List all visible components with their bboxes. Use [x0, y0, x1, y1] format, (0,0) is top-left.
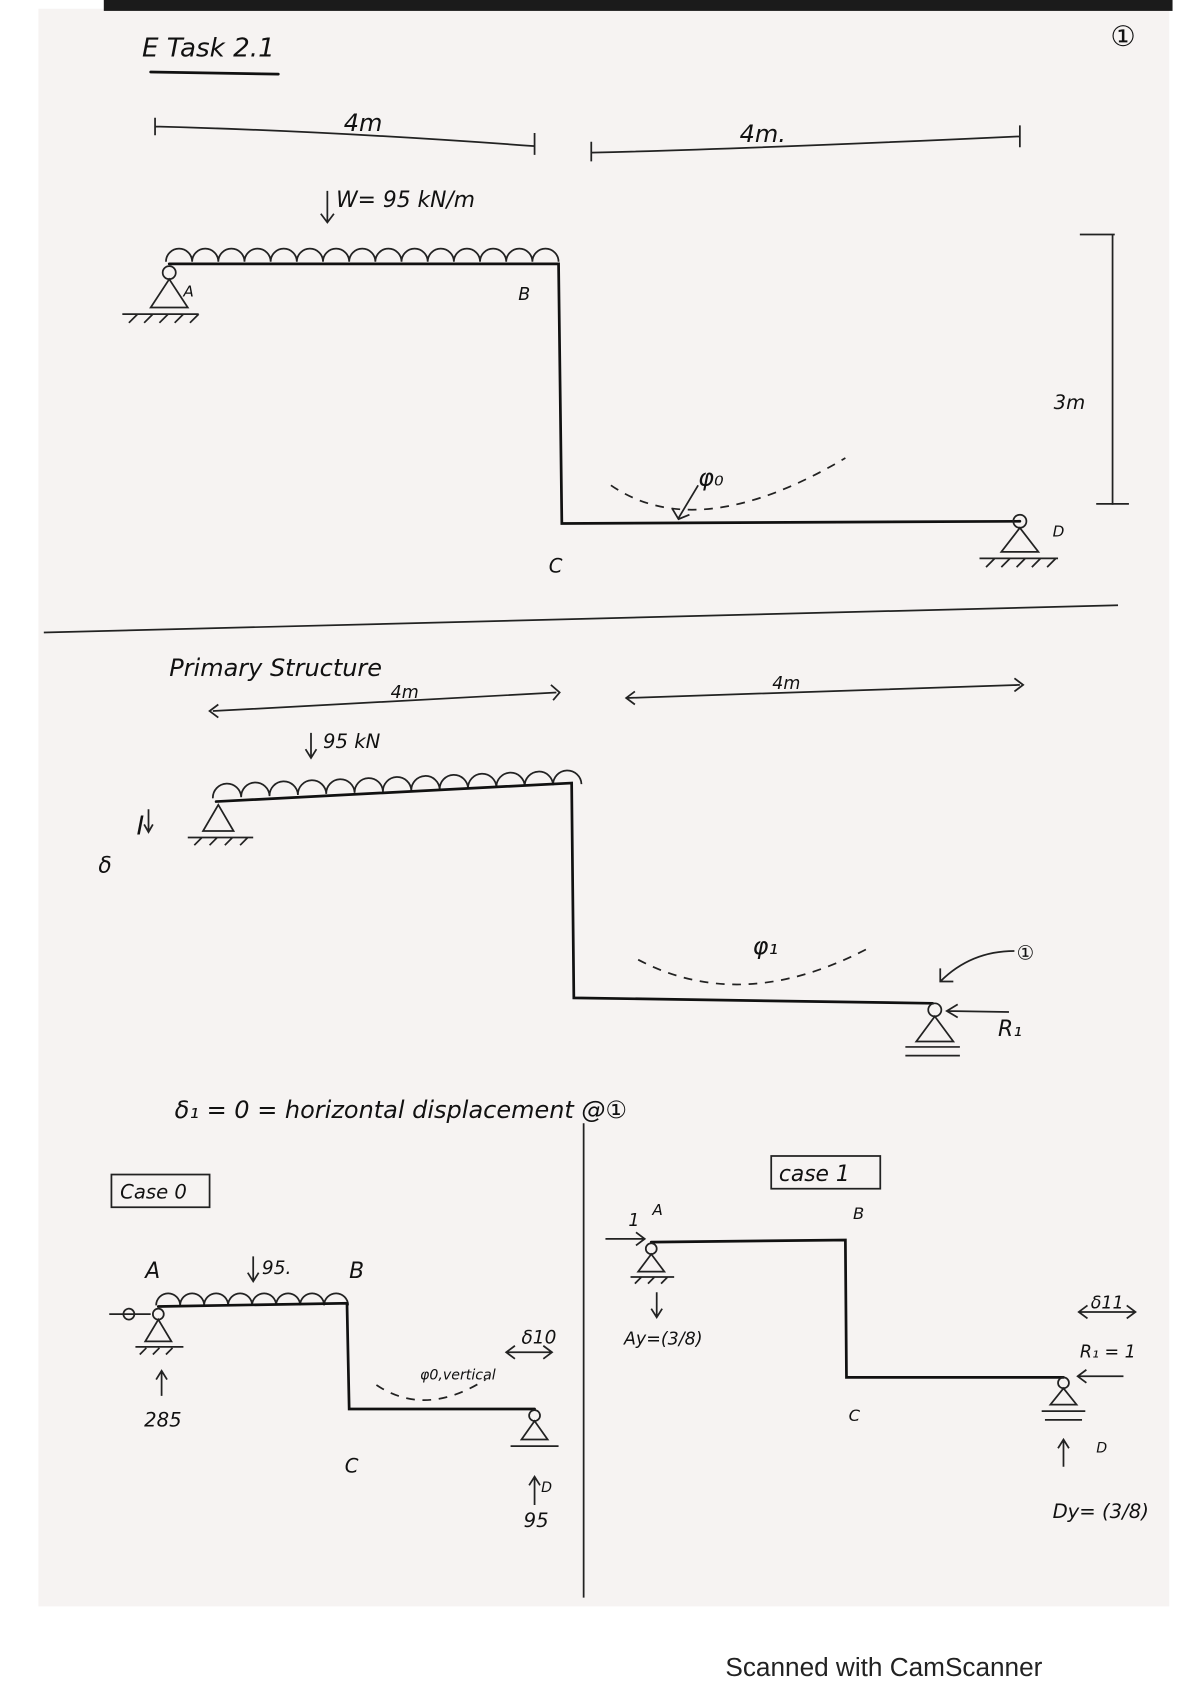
primary-span-right: 4m: [772, 674, 800, 694]
pin-support-a-icon: [109, 1307, 184, 1356]
case-0-displacement: δ10: [521, 1328, 556, 1349]
frame: [214, 781, 934, 1005]
node-b-label: B: [853, 1204, 864, 1223]
compatibility-condition: δ₁ = 0 = horizontal displacement @①: [175, 1096, 627, 1124]
rotation-arc: [637, 948, 868, 986]
reaction-arrow-icon: [1057, 1437, 1070, 1467]
case-0-reaction-a: 285: [144, 1408, 181, 1431]
load-arrow-icon: [247, 1256, 260, 1284]
node-marker: ①: [1017, 942, 1035, 965]
reaction-arrow-icon: [155, 1369, 168, 1396]
scanner-watermark: Scanned with CamScanner: [725, 1652, 1042, 1682]
case-1-displacement: δ11: [1091, 1294, 1124, 1314]
reaction-arrow-icon: [945, 1003, 1009, 1019]
node-c-label: C: [549, 555, 563, 578]
pin-support-d-icon: [979, 513, 1059, 568]
load-arrow-icon: [320, 190, 335, 224]
load-arrow-icon: [304, 732, 318, 760]
double-arrow-icon: [504, 1345, 554, 1360]
primary-load: 95 kN: [323, 730, 381, 753]
frame: [649, 1238, 1065, 1379]
symbol-i: I: [137, 811, 145, 841]
reaction-arrow-icon: [528, 1474, 541, 1505]
scan-edge-dark-band: [103, 0, 1173, 11]
case-0-load: 95.: [262, 1258, 291, 1279]
rotation-label: φ₀: [698, 463, 724, 491]
section-divider: [43, 604, 1119, 634]
pin-support-a-icon: [122, 265, 200, 324]
node-c-label: C: [345, 1454, 359, 1477]
height-dimension: 3m: [1054, 391, 1086, 414]
node-b-label: B: [349, 1259, 364, 1284]
case-0-reaction-d: 95: [524, 1509, 549, 1532]
node-b-label: B: [518, 285, 530, 305]
reaction-r1: R₁: [998, 1017, 1022, 1042]
case-0-box: [110, 1173, 211, 1209]
pin-support-a-icon: [187, 803, 254, 846]
node-c-label: C: [849, 1406, 861, 1425]
unit-load-arrow-icon: [605, 1231, 647, 1247]
dimension-ab: 4m: [344, 109, 383, 137]
frame: [167, 262, 1022, 525]
figure-primary-structure: Primary Structure 4m 4m 95 kN I δ φ₁ ① R…: [98, 654, 1035, 1057]
case-0-rotation: φ0,vertical: [420, 1368, 496, 1384]
case-1-dy: Dy= (3/8): [1053, 1500, 1149, 1523]
page-number: ①: [1110, 20, 1135, 53]
node-d-label: D: [541, 1480, 552, 1496]
case-1-r1: R₁ = 1: [1080, 1343, 1136, 1363]
page-title: E Task 2.1: [142, 34, 275, 64]
node-a-label: A: [651, 1201, 662, 1219]
roller-support-d-icon: [905, 1002, 960, 1057]
figure-case-0: Case 0 A 95. B 285 C φ0,vertical δ10 D 9…: [109, 1173, 559, 1532]
primary-span-left: 4m: [391, 683, 419, 703]
node-d-label: D: [1096, 1441, 1107, 1457]
case-1-ay: Ay=(3/8): [623, 1330, 703, 1350]
unit-load-label: 1: [628, 1211, 639, 1231]
frame: [156, 1301, 536, 1411]
reaction-arrow-icon: [1076, 1369, 1124, 1384]
dimension-cd: 4m.: [740, 120, 786, 148]
figure-case-1: case 1 1 A B Ay=(3/8) C δ11 R₁ = 1 D Dy=…: [605, 1155, 1149, 1523]
figure-original-structure: 4m 4m. W= 95 kN/m A B C D 3m φ₀: [122, 109, 1129, 578]
pin-support-a-icon: [630, 1242, 675, 1285]
reaction-arrow-icon: [650, 1292, 663, 1320]
node-a-label: A: [143, 1259, 160, 1284]
case-1-box: [770, 1155, 882, 1190]
udl-arcs: [211, 769, 583, 799]
title-underline: [149, 70, 280, 76]
roller-support-d-icon: [510, 1409, 559, 1447]
case-1-label: case 1: [779, 1162, 850, 1187]
case-0-label: Case 0: [120, 1181, 187, 1204]
paper-sheet: [38, 8, 1170, 1607]
udl-arcs: [165, 247, 560, 262]
rotation-arc: [375, 1378, 486, 1401]
node-a-label: A: [182, 283, 193, 301]
primary-heading: Primary Structure: [169, 654, 382, 682]
symbol-delta: δ: [98, 853, 111, 878]
pointer-arrow-icon: [939, 950, 1015, 983]
primary-rotation: φ₁: [753, 932, 778, 960]
load-label: W= 95 kN/m: [336, 188, 475, 213]
node-d-label: D: [1053, 523, 1065, 541]
roller-support-d-icon: [1041, 1376, 1086, 1421]
double-arrow-icon: [1077, 1304, 1137, 1320]
